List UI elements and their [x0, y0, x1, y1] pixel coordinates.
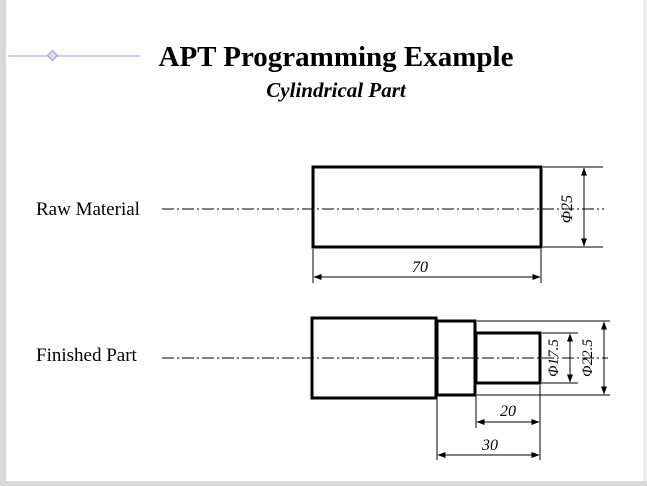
- finished-length-20-dim: 20: [500, 403, 516, 420]
- slide-bottom-border: [0, 481, 647, 486]
- raw-material-label: Raw Material: [36, 199, 140, 220]
- slide-right-border: [643, 0, 647, 486]
- finished-mid-diameter-dim: Φ22.5: [580, 339, 596, 377]
- raw-diameter-dim: Φ25: [559, 195, 576, 223]
- raw-bar-outline: [311, 165, 543, 249]
- raw-length-dim: 70: [412, 259, 428, 276]
- finished-length-30-dim: 30: [481, 437, 498, 454]
- slide-subtitle: Cylindrical Part: [266, 78, 407, 102]
- finished-small-section: [474, 331, 542, 385]
- finished-part-drawing: Finished Part Φ17.5 Φ22.5 20: [36, 316, 610, 460]
- finished-small-diameter-dim: Φ17.5: [546, 339, 562, 377]
- raw-material-drawing: Raw Material 70 Φ25: [36, 165, 604, 283]
- finished-part-label: Finished Part: [36, 345, 138, 366]
- title-decoration: [8, 49, 140, 62]
- slide-left-border: [0, 0, 6, 486]
- slide-title: APT Programming Example: [159, 41, 514, 73]
